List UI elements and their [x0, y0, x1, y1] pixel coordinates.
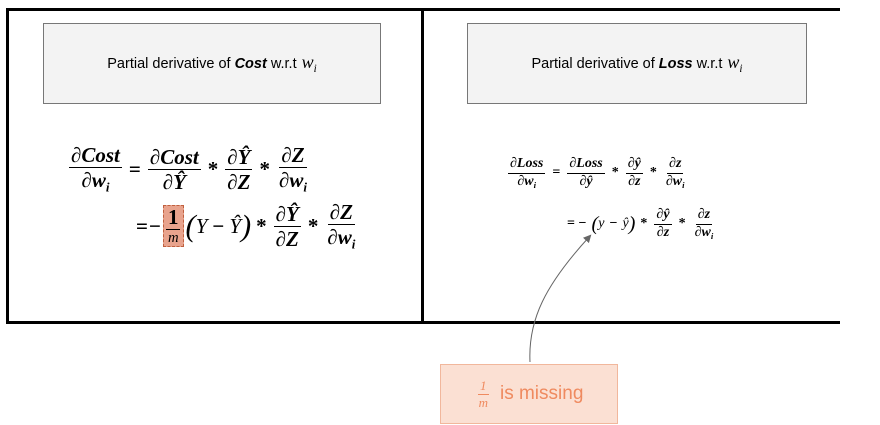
- title-var: wi: [301, 52, 317, 75]
- dyhat-dz-fraction: ∂ŷ ∂z: [625, 156, 643, 189]
- y-term: y: [598, 216, 605, 232]
- close-paren: ): [628, 212, 636, 235]
- cost-equation-line-2: = − 1 m ( Y − Ŷ ) * ∂Ŷ ∂Z * ∂Z ∂wi: [131, 201, 359, 251]
- loss-title-box: Partial derivative of Loss w.r.t wi: [467, 23, 807, 104]
- title-prefix: Partial derivative of: [107, 55, 231, 72]
- yhat-term: Ŷ: [229, 213, 242, 238]
- lhs-fraction: ∂Cost ∂wi: [69, 143, 122, 195]
- title-term: Loss: [658, 55, 693, 72]
- lhs-fraction: ∂Loss ∂wi: [508, 156, 546, 190]
- times-sign: *: [256, 213, 267, 238]
- title-suffix: w.r.t: [270, 55, 297, 72]
- equals-sign: =: [128, 156, 141, 181]
- times-sign: *: [611, 165, 619, 181]
- dz-dw-fraction: ∂Z ∂wi: [278, 143, 307, 195]
- close-paren: ): [241, 208, 252, 243]
- right-panel: Partial derivative of Loss w.r.t wi ∂Los…: [424, 8, 840, 324]
- one-over-m-highlight: 1 m: [162, 204, 184, 248]
- times-sign: *: [307, 213, 319, 238]
- equals-sign: =: [552, 165, 561, 181]
- open-paren: (: [185, 208, 196, 243]
- title-term: Cost: [234, 55, 267, 72]
- cost-equation-line-1: ∂Cost ∂wi = ∂Cost ∂Ŷ * ∂Ŷ ∂Z * ∂Z ∂wi: [67, 144, 311, 194]
- title-var: wi: [727, 52, 743, 75]
- minus-sign: −: [148, 213, 161, 238]
- dloss-dyhat-fraction: ∂Loss ∂ŷ: [567, 156, 605, 189]
- note-text: is missing: [499, 383, 584, 404]
- equals-sign: =: [136, 213, 148, 238]
- dyhat-dz-fraction: ∂ŷ ∂z: [654, 207, 672, 240]
- yhat-term: ŷ: [622, 216, 629, 232]
- left-panel: Partial derivative of Cost w.r.t wi ∂Cos…: [6, 8, 424, 324]
- dz-dw-fraction: ∂Z ∂wi: [327, 200, 356, 252]
- equals-minus-sign: = −: [567, 216, 587, 232]
- title-suffix: w.r.t: [696, 55, 723, 72]
- missing-term-note: 1 m is missing: [440, 364, 618, 424]
- dz-dw-fraction: ∂z ∂wi: [665, 156, 685, 190]
- dyhat-dz-fraction: ∂Ŷ ∂Z: [225, 144, 253, 194]
- times-sign: *: [649, 165, 657, 181]
- times-sign: *: [640, 216, 648, 232]
- open-paren: (: [591, 212, 599, 235]
- minus-sign: −: [609, 216, 618, 232]
- minus-sign: −: [212, 213, 225, 238]
- note-fraction: 1 m: [478, 377, 489, 410]
- times-sign: *: [678, 216, 686, 232]
- dcost-dyhat-fraction: ∂Cost ∂Ŷ: [147, 144, 201, 194]
- y-term: Y: [195, 213, 208, 238]
- title-prefix: Partial derivative of: [531, 55, 655, 72]
- dz-dw-fraction: ∂z ∂wi: [694, 207, 714, 241]
- times-sign: *: [259, 156, 270, 181]
- cost-title-box: Partial derivative of Cost w.r.t wi: [43, 23, 381, 104]
- dyhat-dz-fraction: ∂Ŷ ∂Z: [273, 201, 301, 251]
- times-sign: *: [207, 156, 219, 181]
- loss-equation-line-1: ∂Loss ∂wi = ∂Loss ∂ŷ * ∂ŷ ∂z * ∂z ∂wi: [506, 156, 689, 190]
- loss-equation-line-2: = − ( y − ŷ ) * ∂ŷ ∂z * ∂z ∂wi: [562, 207, 717, 241]
